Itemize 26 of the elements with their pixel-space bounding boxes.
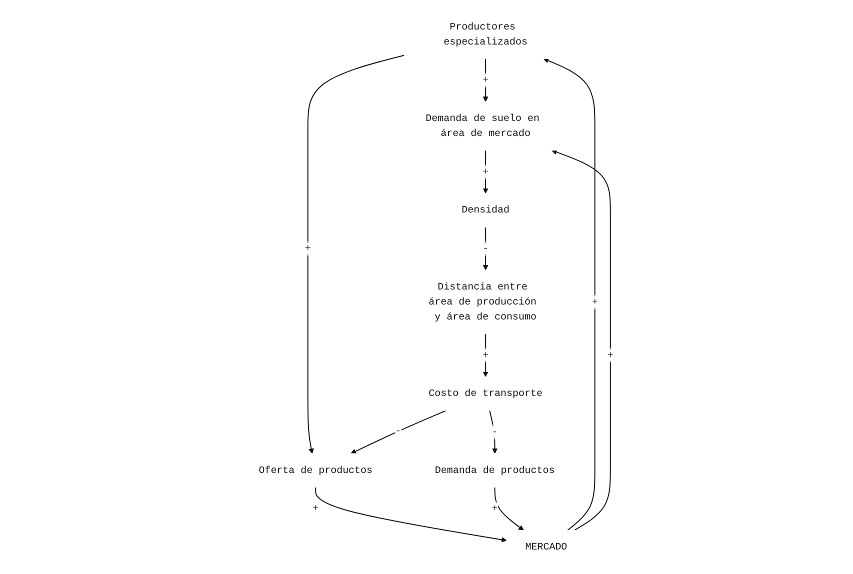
node-text: Oferta de productos: [258, 464, 372, 476]
edge-label: +: [592, 296, 598, 308]
node-text: Costo de transporte: [428, 388, 542, 400]
edge-label: -: [482, 243, 488, 254]
edge-label: -: [492, 426, 498, 438]
node-text: MERCADO: [525, 542, 568, 553]
arrow: [551, 150, 611, 531]
arrow: [543, 58, 596, 531]
edge-label: +: [482, 350, 488, 361]
edge-label: -: [394, 425, 401, 437]
node-text: Demanda de suelo en área de mercado: [426, 112, 540, 140]
arrow: [488, 410, 498, 454]
edge-label: +: [482, 74, 488, 86]
arrow: [494, 486, 524, 531]
arrow: [314, 486, 507, 542]
edge-label: +: [304, 243, 311, 254]
edge-label: +: [607, 350, 614, 361]
arrow: [307, 54, 405, 454]
node-text: Distancia entre área de producción y área de consumo: [428, 281, 536, 323]
edge-label: +: [312, 503, 318, 514]
node-text: Productores especializados: [443, 21, 528, 48]
node-text: Demanda de productos: [434, 464, 555, 476]
node-text: Densidad: [461, 204, 510, 216]
edge-label: +: [482, 166, 488, 178]
arrow: [350, 410, 447, 454]
edge-label: +: [492, 503, 498, 514]
